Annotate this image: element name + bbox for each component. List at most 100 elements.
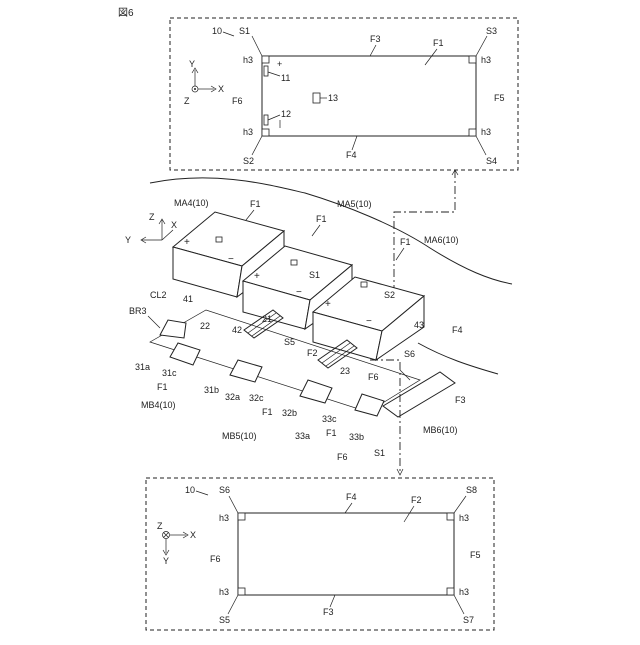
label-f3-mid: F3 [455, 395, 466, 405]
label-f6-mid: F6 [368, 372, 379, 382]
ma4-plus: + [184, 237, 190, 248]
bottom-side-f5: F5 [470, 550, 481, 560]
top-f4-leader [352, 136, 357, 150]
label-12: 12 [281, 109, 291, 119]
top-ref: 10 [212, 26, 222, 36]
label-f1-ma4: F1 [250, 199, 261, 209]
axis-z-label-mid: Z [149, 212, 155, 222]
axis-y-label-bottom: Y [163, 556, 169, 566]
corner-tab-tr [469, 56, 476, 63]
ma4-minus: − [228, 254, 234, 265]
bottom-corner-s5: S5 [219, 615, 230, 625]
label-f1-mb4: F1 [157, 382, 168, 392]
top-panel-module [262, 56, 476, 136]
bottom-side-f4: F4 [346, 492, 357, 502]
label-mb6: MB6(10) [423, 425, 458, 435]
label-s5-mid: S5 [284, 337, 295, 347]
bottom-face-f2: F2 [411, 495, 422, 505]
top-h3-br: h3 [481, 127, 491, 137]
label-33c: 33c [322, 414, 337, 424]
corner-tab-tl [262, 56, 269, 63]
vent-13 [313, 93, 320, 103]
b-corner-tab-tl [238, 513, 245, 520]
axis-x-mid [162, 230, 173, 240]
label-ma4: MA4(10) [174, 198, 209, 208]
bottom-panel-module [238, 513, 454, 595]
label-ma5: MA5(10) [337, 199, 372, 209]
b-corner-tab-tr [447, 513, 454, 520]
label-23: 23 [340, 366, 350, 376]
top-panel: + 13 11 12 10 S1 S3 F3 F1 h3 h3 h3 h3 F6… [170, 18, 518, 170]
bottom-h3-tl: h3 [219, 513, 229, 523]
b-corner-tab-br [447, 588, 454, 595]
module-mb6-face [383, 372, 455, 417]
label-s1-mb: S1 [374, 448, 385, 458]
top-f3-leader [370, 45, 376, 56]
label-f1-ma5: F1 [316, 214, 327, 224]
axis-x-label-mid: X [171, 220, 177, 230]
bottom-panel: 10 S6 S8 F4 F2 h3 h3 h3 h3 F6 F5 F3 S5 S… [146, 478, 494, 630]
label-s2-mid: S2 [384, 290, 395, 300]
label-br3: BR3 [129, 306, 147, 316]
label-ma6: MA6(10) [424, 235, 459, 245]
corner-tab-bl [262, 129, 269, 136]
bottom-axes: Z X Y [157, 521, 196, 566]
label-31c: 31c [162, 368, 177, 378]
foot-34 [355, 394, 384, 416]
label-32a: 32a [225, 392, 240, 402]
ma6-plus: + [325, 299, 331, 310]
ma5-plus: + [254, 271, 260, 282]
label-f4-mid: F4 [452, 325, 463, 335]
terminal-11 [264, 66, 268, 76]
bottom-corner-s6: S6 [219, 485, 230, 495]
foot-33 [300, 380, 332, 403]
label-s1-mid: S1 [309, 270, 320, 280]
label-31b: 31b [204, 385, 219, 395]
ma5-minus: − [296, 287, 302, 298]
link-top-to-middle [394, 170, 455, 297]
label-cl2: CL2 [150, 290, 167, 300]
label-f2-mid: F2 [307, 348, 318, 358]
top-ref-arrow [223, 32, 234, 36]
top-corner-s2: S2 [243, 156, 254, 166]
label-43: 43 [414, 320, 424, 330]
plus-mark: + [277, 59, 282, 69]
b-corner-tab-bl [238, 588, 245, 595]
bottom-h3-bl: h3 [219, 587, 229, 597]
label-32b: 32b [282, 408, 297, 418]
bottom-side-f3: F3 [323, 607, 334, 617]
label-31a: 31a [135, 362, 150, 372]
middle-assembly: + − + − + − [125, 178, 512, 462]
top-s3-leader [476, 36, 487, 56]
top-side-f6: F6 [232, 96, 243, 106]
label-f1-mb5: F1 [262, 407, 273, 417]
label-mb5: MB5(10) [222, 431, 257, 441]
bottom-corner-s7: S7 [463, 615, 474, 625]
ma4-vent [216, 237, 222, 242]
top-corner-s3: S3 [486, 26, 497, 36]
top-side-f3: F3 [370, 34, 381, 44]
label-f1-mb6: F1 [326, 428, 337, 438]
top-corner-s1: S1 [239, 26, 250, 36]
label-s6-mid: S6 [404, 349, 415, 359]
label-32c: 32c [249, 393, 264, 403]
ma6-minus: − [366, 316, 372, 327]
bottom-h3-br: h3 [459, 587, 469, 597]
bracket-br3 [160, 320, 186, 338]
top-face-f1: F1 [433, 38, 444, 48]
foot-32 [230, 360, 262, 382]
corner-tab-br [469, 129, 476, 136]
top-h3-tl: h3 [243, 55, 253, 65]
top-s4-leader [476, 136, 486, 155]
top-s2-leader [252, 136, 262, 155]
figure-label: 図6 [118, 7, 134, 19]
top-h3-bl: h3 [243, 127, 253, 137]
lower-wave-boundary [418, 343, 498, 374]
ma5-vent [291, 260, 297, 265]
top-s1-leader [252, 36, 262, 56]
bottom-ref: 10 [185, 485, 195, 495]
top-corner-s4: S4 [486, 156, 497, 166]
label-33a: 33a [295, 431, 310, 441]
